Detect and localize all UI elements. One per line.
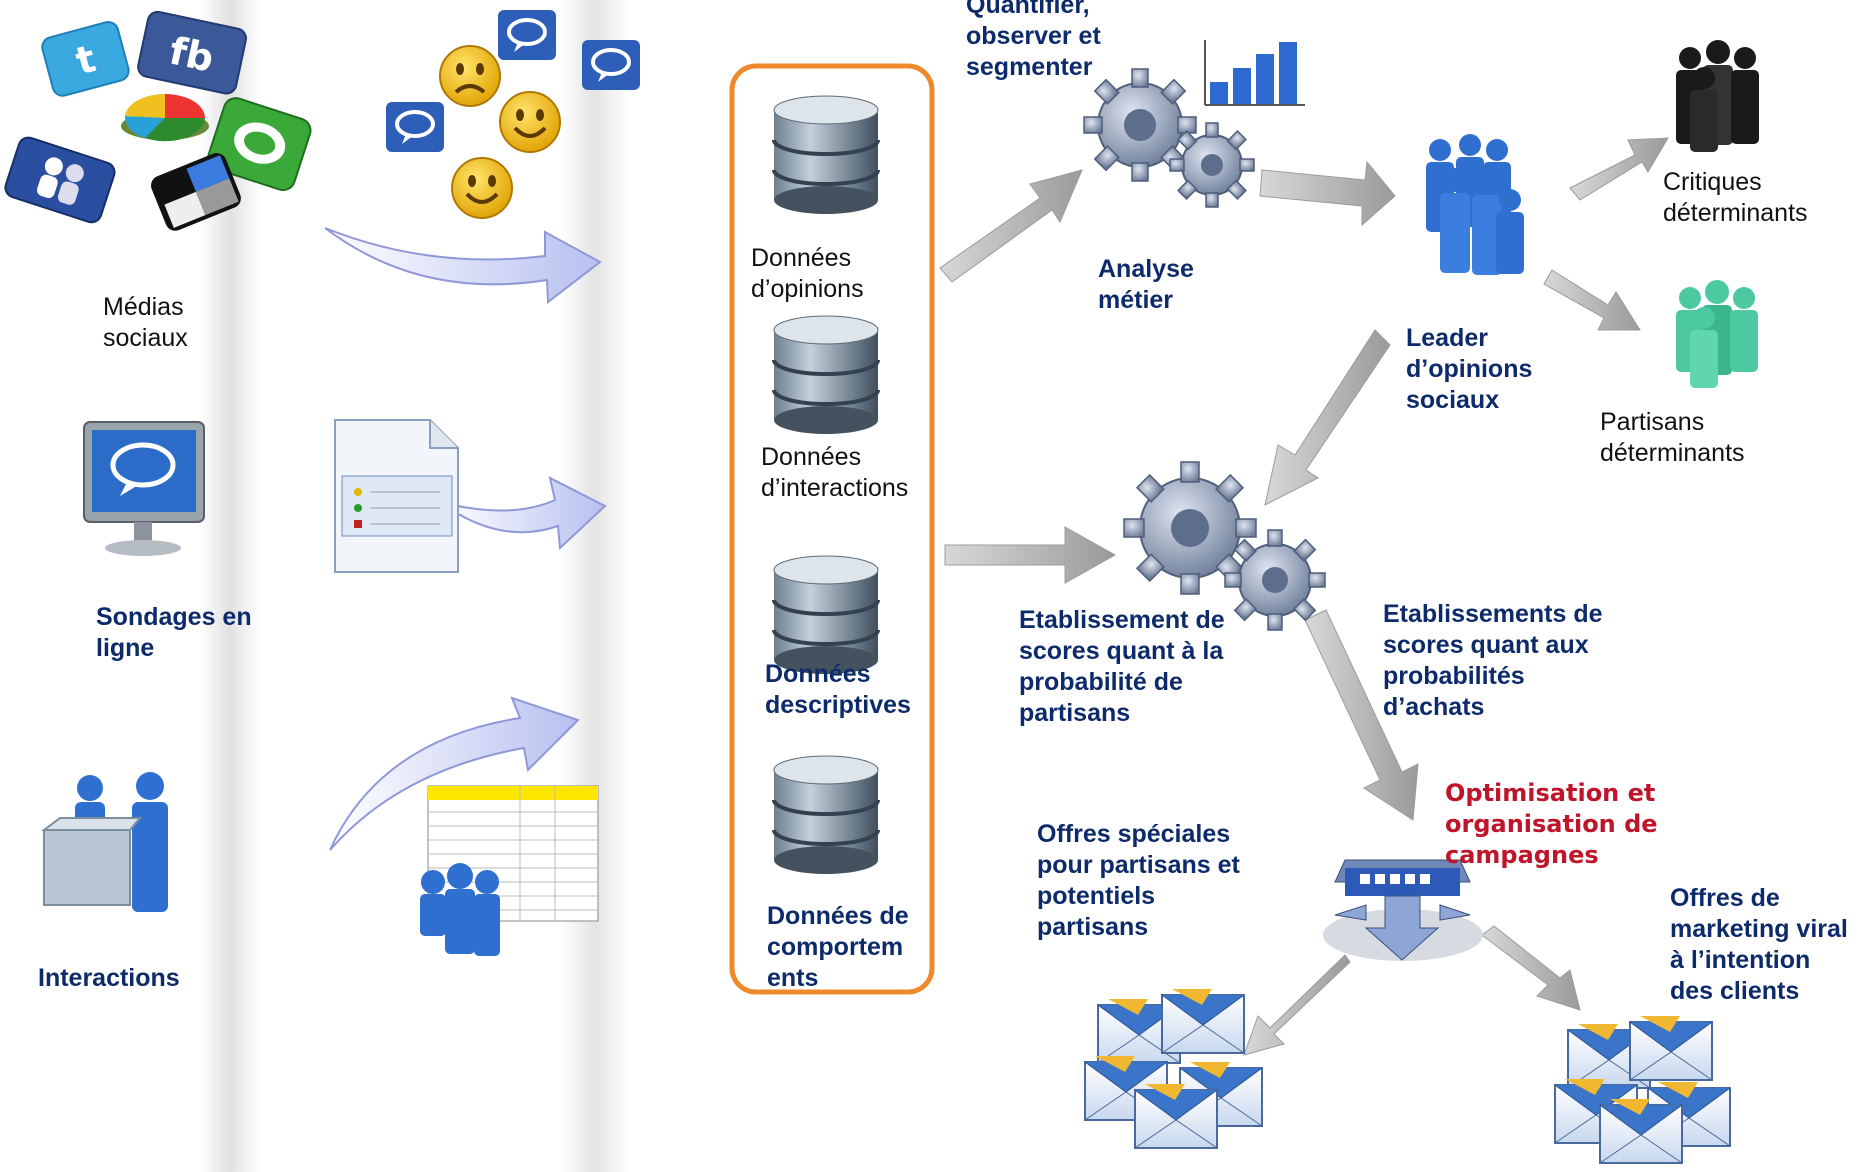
- label-interactions: Interactions: [38, 964, 180, 992]
- flow-arrow-social: [324, 227, 602, 304]
- twitter-icon: t: [41, 21, 130, 97]
- facebook-icon: fb: [137, 10, 247, 95]
- label-behavior-data: Données de comportem ents: [767, 902, 909, 992]
- arrow-to-viral-offers: [1481, 925, 1581, 1011]
- arrow-to-critics: [1569, 137, 1669, 201]
- label-opinion-data: Données d’opinions: [751, 244, 864, 303]
- chat-bubble-icon: [498, 10, 556, 60]
- document-icon: [334, 419, 459, 573]
- people-group-icon: [1426, 134, 1524, 275]
- label-interaction-data: Données d’interactions: [761, 443, 909, 502]
- label-descriptive-data: Données descriptives: [765, 660, 911, 719]
- pie-chart-icon: [121, 93, 209, 142]
- database-icon: [772, 315, 880, 434]
- label-opinion-leaders: Leader d’opinions sociaux: [1406, 324, 1533, 414]
- envelope-stack-icon: [1084, 989, 1263, 1149]
- label-quantify: Quantifier, observer et segmenter: [966, 0, 1101, 81]
- arrow-scoring-to-campaign: [1304, 609, 1419, 821]
- label-social-media: Médias sociaux: [103, 293, 188, 352]
- gear-icon: [1224, 529, 1326, 631]
- facebook-glyph: fb: [166, 29, 218, 81]
- people-group-partisans-icon: [1676, 280, 1758, 388]
- arrow-to-partisans: [1543, 269, 1641, 331]
- arrow-to-analysis: [939, 169, 1083, 283]
- gear-icon: [1169, 122, 1255, 208]
- arrow-to-leaders: [1259, 160, 1396, 227]
- database-icon: [772, 555, 880, 674]
- label-online-surveys: Sondages en ligne: [96, 603, 252, 662]
- monitor-icon: [83, 421, 205, 556]
- column-shadow-mid: [560, 0, 630, 1172]
- spreadsheet-icon: [420, 785, 599, 956]
- smiley-icon: [499, 91, 561, 153]
- label-viral-offers: Offres de marketing viral à l’intention …: [1670, 884, 1848, 1005]
- chat-bubble-icon: [207, 97, 312, 192]
- label-partisans: Partisans déterminants: [1600, 408, 1745, 467]
- chat-bubble-icon: [386, 102, 444, 152]
- label-purchase-scoring: Etablissements de scores quant aux proba…: [1383, 600, 1603, 721]
- router-icon: [1323, 859, 1483, 961]
- label-special-offers: Offres spéciales pour partisans et poten…: [1037, 820, 1240, 941]
- reception-icon: [41, 772, 168, 912]
- label-campaign-optimization: Optimisation et organisation de campagne…: [1445, 779, 1658, 869]
- label-critics: Critiques déterminants: [1663, 168, 1808, 227]
- label-business-analysis: Analyse métier: [1098, 255, 1194, 314]
- data-warehouse-box: [729, 63, 935, 995]
- flow-arrow-survey: [439, 476, 607, 551]
- smiley-icon: [451, 157, 513, 219]
- label-partisan-scoring: Etablissement de scores quant à la proba…: [1019, 606, 1225, 727]
- arrow-leaders-to-scoring: [1264, 329, 1391, 506]
- people-icon: [4, 136, 116, 224]
- database-icon: [772, 755, 880, 874]
- sad-face-icon: [439, 45, 501, 107]
- arrow-to-special-offers: [1243, 954, 1351, 1056]
- envelope-stack-icon: [1554, 1016, 1731, 1164]
- bar-chart-icon: [1204, 40, 1305, 106]
- chat-bubble-icon: [582, 40, 640, 90]
- flow-arrow-interactions: [329, 696, 580, 851]
- database-icon: [772, 95, 880, 214]
- delicious-icon: [151, 153, 241, 231]
- gear-icon: [1123, 461, 1257, 595]
- arrow-data-to-scoring: [944, 526, 1117, 584]
- people-group-critics-icon: [1676, 40, 1759, 152]
